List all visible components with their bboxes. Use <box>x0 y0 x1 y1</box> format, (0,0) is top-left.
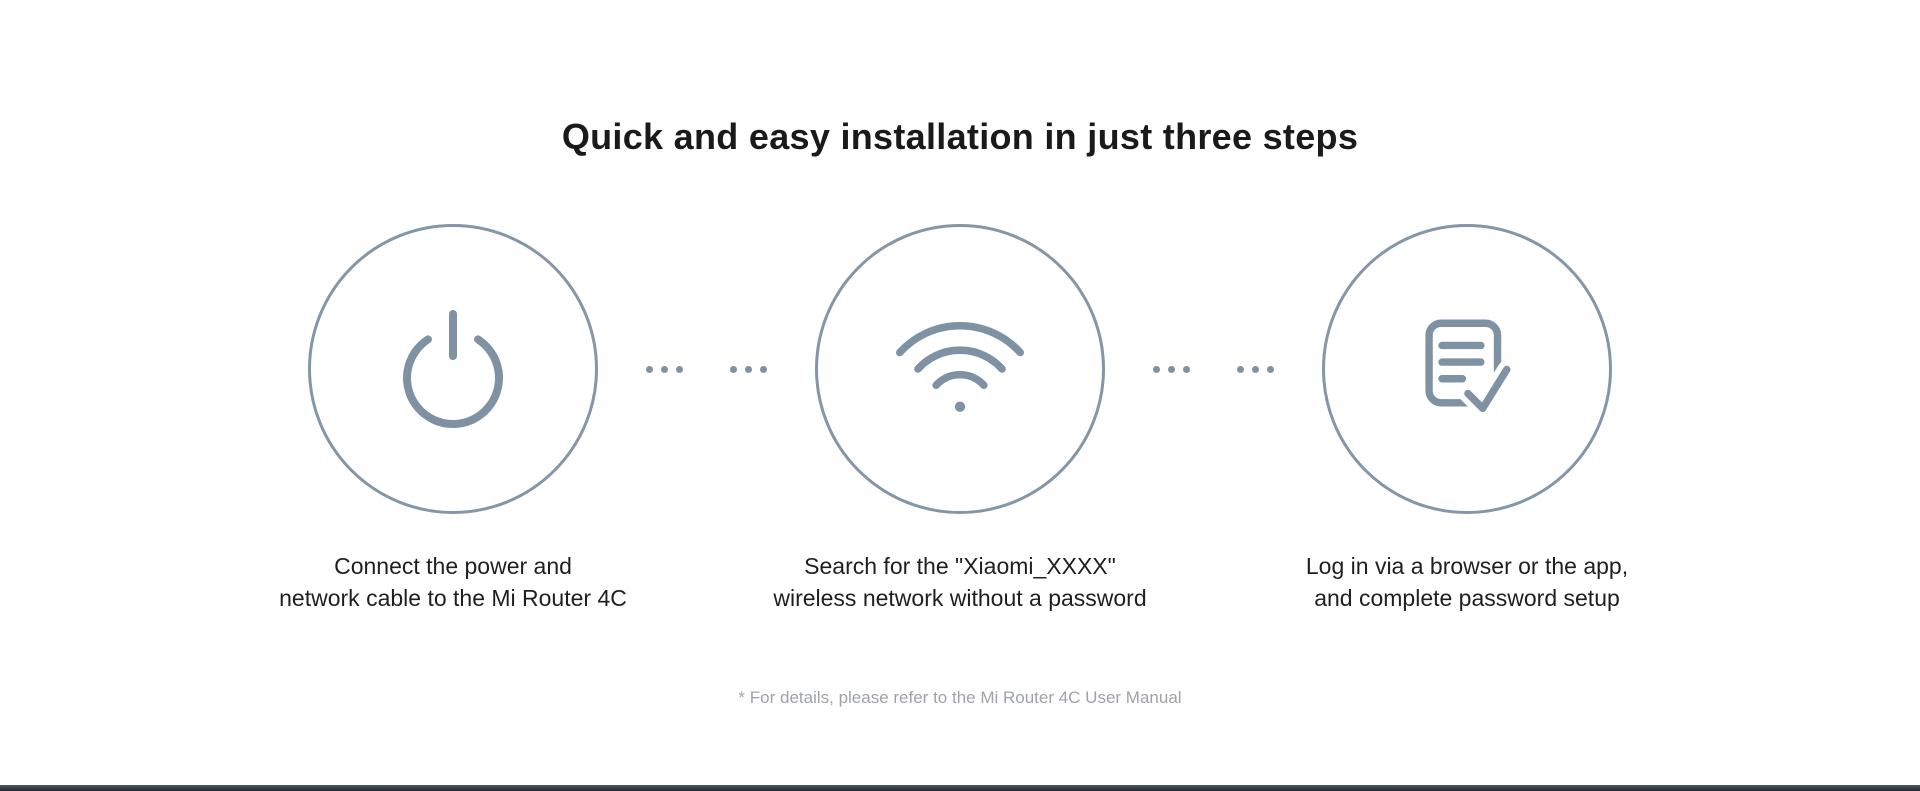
footnote: * For details, please refer to the Mi Ro… <box>738 688 1182 707</box>
ellipsis-dots <box>645 365 683 373</box>
caption-line: Log in via a browser or the app, <box>1305 553 1629 579</box>
ellipsis-dots <box>1152 365 1190 373</box>
dot <box>675 365 683 373</box>
dot <box>1267 365 1275 373</box>
connector-dots-gap-2 <box>1105 224 1322 514</box>
dot <box>1167 365 1175 373</box>
steps-captions-row: Connect the power and network cable to th… <box>0 550 1920 614</box>
dot <box>1152 365 1160 373</box>
caption-line: network cable to the Mi Router 4C <box>279 585 627 611</box>
caption-line: wireless network without a password <box>773 585 1147 611</box>
dot <box>760 365 768 373</box>
step-caption-login: Log in via a browser or the app, and comp… <box>1214 550 1721 614</box>
power-icon <box>403 310 503 428</box>
step-caption-power: Connect the power and network cable to th… <box>200 550 707 614</box>
dot <box>660 365 668 373</box>
dot <box>1237 365 1245 373</box>
ellipsis-dots <box>730 365 768 373</box>
connector-dots-gap-1 <box>598 224 815 514</box>
ellipsis-dots <box>1237 365 1275 373</box>
dot <box>745 365 753 373</box>
step-circle-power <box>308 224 598 514</box>
dot <box>645 365 653 373</box>
step-circle-login <box>1322 224 1612 514</box>
steps-icons-row <box>0 224 1920 514</box>
dot <box>1182 365 1190 373</box>
section-title: Quick and easy installation in just thre… <box>561 116 1359 157</box>
caption-line: Search for the "Xiaomi_XXXX" <box>804 553 1116 579</box>
bottom-bar <box>0 785 1920 791</box>
caption-line: Connect the power and <box>334 553 572 579</box>
wifi-icon <box>895 321 1025 412</box>
caption-line: and complete password setup <box>1314 585 1620 611</box>
document-check-icon <box>1425 319 1517 418</box>
dot <box>730 365 738 373</box>
dot <box>1252 365 1260 373</box>
step-caption-wifi: Search for the "Xiaomi_XXXX" wireless net… <box>707 550 1214 614</box>
step-circle-wifi <box>815 224 1105 514</box>
